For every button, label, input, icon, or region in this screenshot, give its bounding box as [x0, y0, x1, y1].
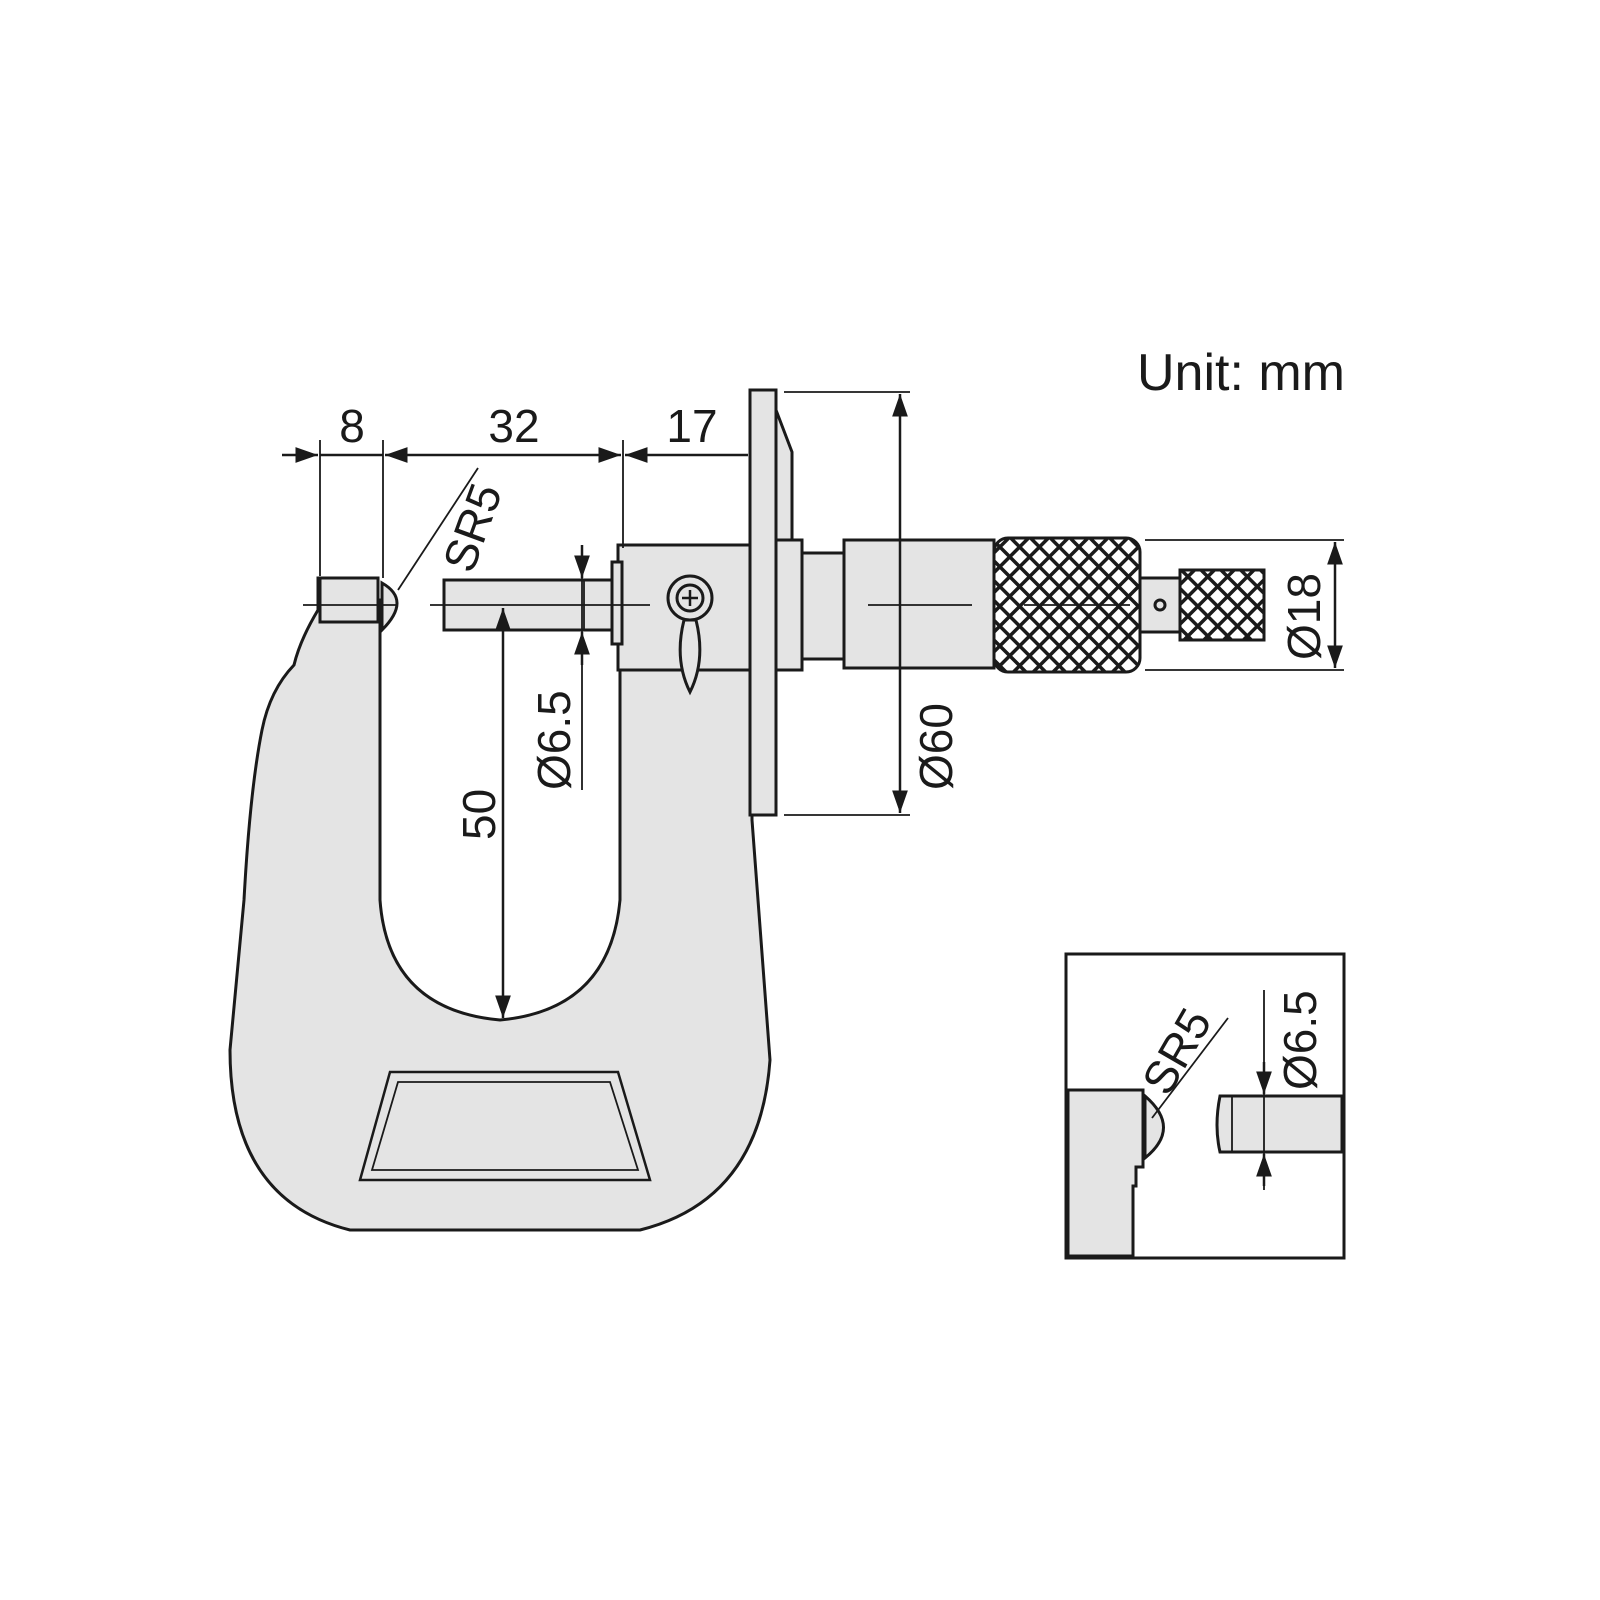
lock-lever-icon — [678, 618, 702, 696]
sleeve — [842, 538, 996, 670]
dim-thimble-diameter: Ø18 — [1278, 573, 1330, 660]
detail-anvil-ball — [1143, 1092, 1165, 1162]
dim-gap-length: 32 — [488, 400, 539, 452]
anvil — [318, 576, 380, 624]
detail-spindle — [1215, 1094, 1344, 1154]
dim-anvil-length: 8 — [339, 400, 365, 452]
sleeve-neck — [800, 551, 846, 661]
housing-collar — [610, 560, 624, 646]
dim-disc-diameter: Ø60 — [910, 703, 962, 790]
frame-plate — [358, 1070, 652, 1182]
dim-spindle-to-disc: 17 — [666, 400, 717, 452]
sleeve-base — [774, 538, 804, 672]
dim-anvil-radius: SR5 — [433, 477, 512, 579]
measuring-disc — [748, 388, 778, 817]
unit-label: Unit: mm — [1137, 344, 1345, 402]
micrometer-frame — [228, 558, 772, 1232]
frame-plate-inner — [370, 1081, 640, 1171]
detail-anvil — [1066, 1088, 1145, 1258]
dim-spindle-diameter: Ø6.5 — [528, 690, 580, 790]
detail-spindle-diameter: Ø6.5 — [1274, 990, 1326, 1090]
disc-edge — [774, 409, 794, 547]
anvil-ball — [380, 580, 399, 634]
ratchet — [1178, 568, 1266, 642]
dim-throat-depth: 50 — [453, 789, 505, 840]
